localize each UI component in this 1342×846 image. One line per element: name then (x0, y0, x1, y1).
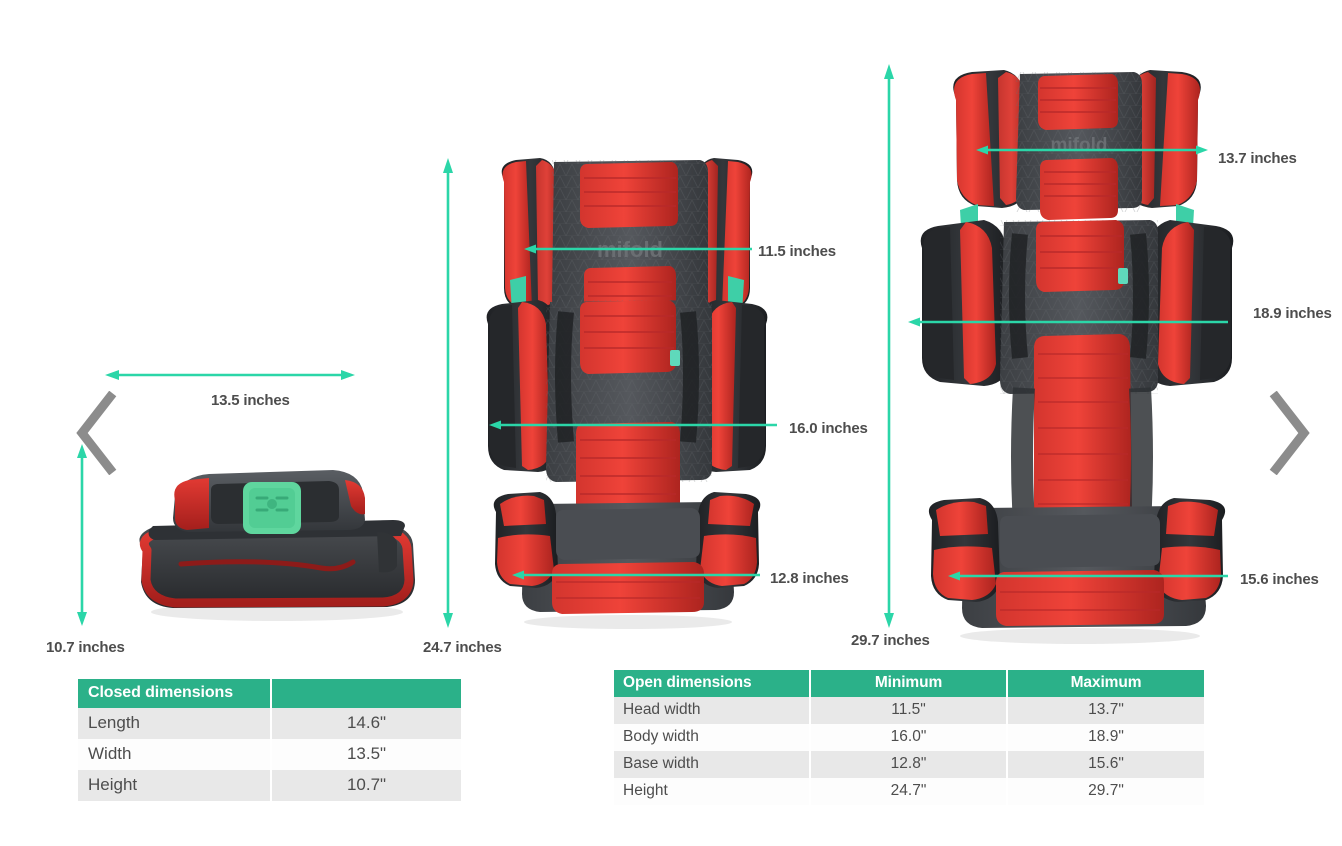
open-table-min-header: Minimum (810, 670, 1008, 697)
arrow-closed-height (75, 444, 89, 626)
arrow-closed-width (105, 368, 355, 382)
arrow-head-width-max (976, 144, 1208, 156)
row-label: Head width (614, 697, 811, 724)
table-row: Height 10.7ʺ (78, 770, 461, 801)
open-dimensions-table: Open dimensions Minimum Maximum Head wid… (614, 670, 1204, 805)
closed-table-title: Closed dimensions (78, 679, 272, 708)
arrow-base-width-min (512, 569, 760, 581)
closed-dimensions-table: Closed dimensions Length 14.6ʺ Width 13.… (78, 679, 461, 801)
row-min: 24.7ʺ (810, 778, 1008, 805)
closed-table-value-header (271, 679, 461, 708)
label-head-width-max: 13.7 inches (1218, 150, 1297, 167)
next-image-button[interactable] (1266, 391, 1312, 475)
open-seat-minimum-image: mifold (482, 152, 772, 630)
table-header-row: Closed dimensions (78, 679, 461, 708)
arrow-head-width-min (524, 243, 752, 255)
row-label: Width (78, 739, 272, 770)
row-label: Body width (614, 724, 811, 751)
row-value: 14.6ʺ (271, 708, 461, 739)
label-body-width-max: 18.9 inches (1253, 305, 1332, 322)
arrow-body-width-min (489, 419, 777, 431)
row-max: 18.9ʺ (1007, 724, 1204, 751)
arrow-open-min-height (441, 158, 455, 628)
row-label: Length (78, 708, 272, 739)
arrow-body-width-max (908, 316, 1228, 328)
row-label: Height (614, 778, 811, 805)
row-value: 10.7ʺ (271, 770, 461, 801)
table-header-row: Open dimensions Minimum Maximum (614, 670, 1204, 697)
label-closed-width: 13.5 inches (211, 392, 290, 409)
row-min: 12.8ʺ (810, 751, 1008, 778)
table-row: Body width 16.0ʺ 18.9ʺ (614, 724, 1204, 751)
open-table-max-header: Maximum (1007, 670, 1204, 697)
row-min: 11.5ʺ (810, 697, 1008, 724)
label-closed-height: 10.7 inches (46, 639, 125, 656)
row-label: Base width (614, 751, 811, 778)
table-row: Length 14.6ʺ (78, 708, 461, 739)
label-head-width-min: 11.5 inches (758, 243, 836, 260)
table-row: Height 24.7ʺ 29.7ʺ (614, 778, 1204, 805)
label-base-width-min: 12.8 inches (770, 570, 849, 587)
arrow-base-width-max (948, 570, 1228, 582)
closed-seat-image (125, 440, 425, 625)
label-open-max-height: 29.7 inches (851, 632, 930, 649)
label-base-width-max: 15.6 inches (1240, 571, 1319, 588)
row-max: 15.6ʺ (1007, 751, 1204, 778)
row-value: 13.5ʺ (271, 739, 461, 770)
open-seat-maximum-image: mifold (920, 58, 1265, 648)
open-table-title: Open dimensions (614, 670, 811, 697)
arrow-open-max-height (882, 64, 896, 628)
row-max: 13.7ʺ (1007, 697, 1204, 724)
table-row: Head width 11.5ʺ 13.7ʺ (614, 697, 1204, 724)
table-row: Base width 12.8ʺ 15.6ʺ (614, 751, 1204, 778)
row-min: 16.0ʺ (810, 724, 1008, 751)
row-max: 29.7ʺ (1007, 778, 1204, 805)
label-body-width-min: 16.0 inches (789, 420, 868, 437)
row-label: Height (78, 770, 272, 801)
label-open-min-height: 24.7 inches (423, 639, 502, 656)
previous-image-button[interactable] (74, 391, 120, 475)
table-row: Width 13.5ʺ (78, 739, 461, 770)
